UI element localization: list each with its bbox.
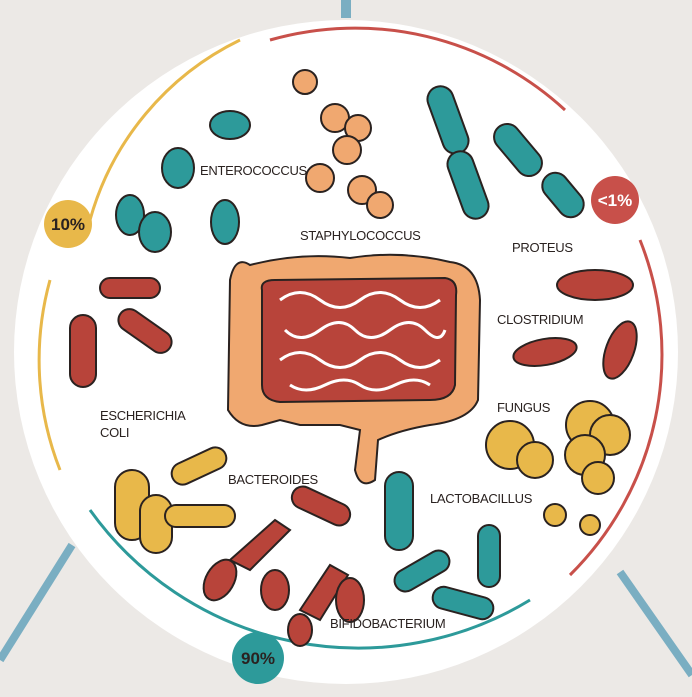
label-coli: COLI <box>100 425 129 440</box>
label-bifidobacterium: BIFIDOBACTERIUM <box>330 616 445 631</box>
badge-10-percent: 10% <box>44 200 92 248</box>
label-lactobacillus: LACTOBACILLUS <box>430 491 533 506</box>
svg-text:90%: 90% <box>241 649 275 668</box>
label-staphylococcus: STAPHYLOCOCCUS <box>300 228 421 243</box>
badge-90-percent: 90% <box>232 632 284 684</box>
svg-text:<1%: <1% <box>598 191 633 210</box>
label-escherichia: ESCHERICHIA <box>100 408 186 423</box>
label-fungus: FUNGUS <box>497 400 551 415</box>
badge-less-than-1-percent: <1% <box>591 176 639 224</box>
label-proteus: PROTEUS <box>512 240 573 255</box>
label-enterococcus: ENTEROCOCCUS <box>200 163 308 178</box>
label-clostridium: CLOSTRIDIUM <box>497 312 583 327</box>
label-bacteroides: BACTEROIDES <box>228 472 319 487</box>
svg-text:10%: 10% <box>51 215 85 234</box>
